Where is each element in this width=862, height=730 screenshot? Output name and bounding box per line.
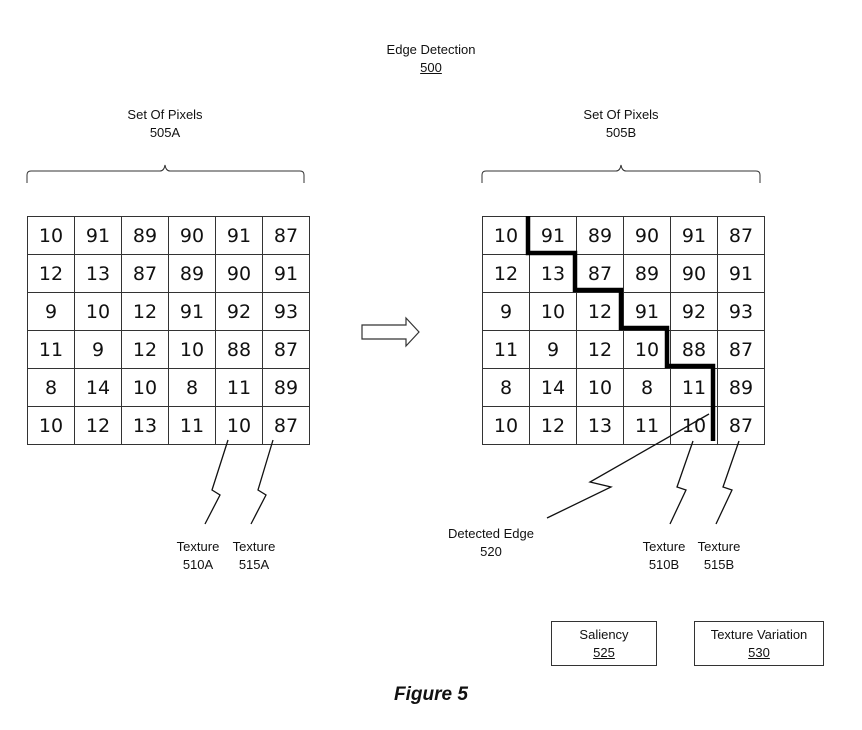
pixel-cell: 13 (74, 254, 122, 293)
pixel-cell: 92 (215, 292, 263, 331)
right-set-ref: 505B (605, 125, 637, 140)
pixel-cell: 8 (623, 368, 671, 407)
pixel-cell: 87 (262, 406, 310, 445)
pixel-cell: 13 (576, 406, 624, 445)
pixel-cell: 9 (482, 292, 530, 331)
pixel-cell: 12 (482, 254, 530, 293)
right-set-label-text: Set Of Pixels (583, 107, 659, 122)
detected-edge-line (525, 216, 716, 441)
pixel-cell: 13 (121, 406, 169, 445)
texture-variation-label: Texture Variation (710, 627, 808, 642)
pixel-cell: 12 (576, 330, 624, 369)
pixel-cell: 93 (717, 292, 765, 331)
pixel-cell: 87 (121, 254, 169, 293)
pixel-cell: 14 (74, 368, 122, 407)
pixel-cell: 8 (482, 368, 530, 407)
diagram-title: Edge Detection 500 (331, 41, 531, 77)
figure-caption: Figure 5 (394, 684, 468, 705)
pixel-cell: 11 (623, 406, 671, 445)
leader-detected-edge-520 (546, 413, 710, 519)
pixel-cell: 89 (576, 216, 624, 255)
pixel-cell: 14 (529, 368, 577, 407)
pixel-cell: 87 (717, 330, 765, 369)
pixel-cell: 88 (670, 330, 718, 369)
pixel-cell: 87 (717, 216, 765, 255)
pixel-cell: 10 (482, 406, 530, 445)
right-set-label: Set Of Pixels 505B (521, 106, 721, 142)
leader-texture-515a (250, 439, 274, 525)
pixel-cell: 87 (717, 406, 765, 445)
detected-edge-label: Detected Edge 520 (436, 525, 546, 561)
texture-515a-ref: 515A (238, 557, 270, 572)
texture-variation-box: Texture Variation 530 (694, 621, 824, 666)
pixel-cell: 88 (215, 330, 263, 369)
pixel-cell: 10 (576, 368, 624, 407)
left-set-ref: 505A (149, 125, 181, 140)
texture-515b-label: Texture 515B (689, 538, 749, 574)
pixel-cell: 12 (74, 406, 122, 445)
leader-texture-510a (204, 439, 229, 525)
left-set-brace (26, 164, 305, 183)
pixel-cell: 91 (670, 216, 718, 255)
saliency-ref: 525 (593, 645, 615, 660)
right-set-brace (481, 164, 761, 183)
texture-variation-ref: 530 (748, 645, 770, 660)
pixel-cell: 91 (215, 216, 263, 255)
pixel-cell: 89 (717, 368, 765, 407)
pixel-cell: 10 (482, 216, 530, 255)
texture-515a-text: Texture (232, 539, 276, 554)
texture-515a-label: Texture 515A (224, 538, 284, 574)
diagram-title-ref: 500 (420, 60, 442, 75)
texture-510a-ref: 510A (182, 557, 214, 572)
texture-510a-label: Texture 510A (168, 538, 228, 574)
pixel-cell: 91 (623, 292, 671, 331)
pixel-cell: 12 (121, 330, 169, 369)
pixel-cell: 87 (576, 254, 624, 293)
leader-texture-510b (669, 440, 694, 525)
diagram-title-text: Edge Detection (386, 42, 476, 57)
pixel-cell: 89 (262, 368, 310, 407)
pixel-cell: 8 (168, 368, 216, 407)
leader-texture-515b (715, 440, 740, 525)
right-block-arrow-icon (361, 316, 420, 348)
texture-510b-label: Texture 510B (634, 538, 694, 574)
pixel-cell: 10 (121, 368, 169, 407)
pixel-cell: 9 (529, 330, 577, 369)
texture-515b-ref: 515B (703, 557, 735, 572)
pixel-cell: 90 (670, 254, 718, 293)
pixel-cell: 87 (262, 330, 310, 369)
pixel-cell: 10 (215, 406, 263, 445)
pixel-cell: 11 (215, 368, 263, 407)
texture-510a-text: Texture (176, 539, 220, 554)
texture-510b-text: Texture (642, 539, 686, 554)
pixel-cell: 12 (529, 406, 577, 445)
left-set-label-text: Set Of Pixels (127, 107, 203, 122)
left-set-label: Set Of Pixels 505A (65, 106, 265, 142)
saliency-label: Saliency (579, 627, 629, 642)
saliency-box: Saliency 525 (551, 621, 657, 666)
pixel-cell: 11 (482, 330, 530, 369)
pixel-cell: 93 (262, 292, 310, 331)
pixel-cell: 90 (215, 254, 263, 293)
texture-510b-ref: 510B (648, 557, 680, 572)
pixel-cell: 10 (168, 330, 216, 369)
detected-edge-text: Detected Edge (447, 526, 534, 541)
pixel-cell: 11 (27, 330, 75, 369)
pixel-cell: 11 (168, 406, 216, 445)
pixel-cell: 91 (717, 254, 765, 293)
pixel-cell: 10 (27, 216, 75, 255)
texture-515b-text: Texture (697, 539, 741, 554)
detected-edge-ref: 520 (480, 544, 502, 559)
pixel-cell: 9 (74, 330, 122, 369)
